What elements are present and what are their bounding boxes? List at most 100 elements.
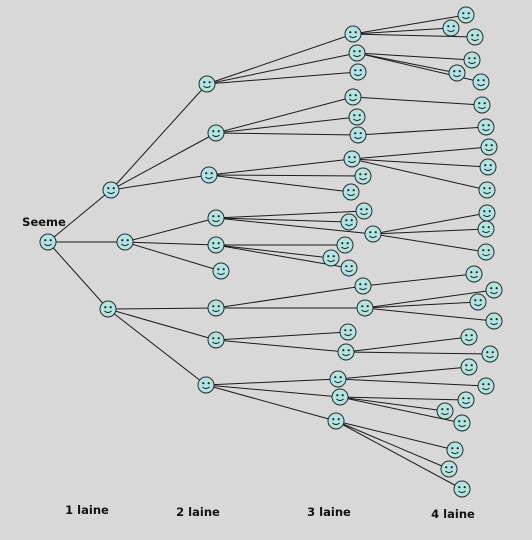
smiley-icon [340, 259, 358, 277]
edge-root-A [47, 189, 112, 243]
smiley-icon [472, 73, 490, 91]
edge-b13-d14 [372, 233, 487, 253]
smiley-icon [457, 391, 475, 409]
smiley-icon [344, 88, 362, 106]
smiley-icon [349, 126, 367, 144]
edge-A3-a32 [208, 174, 364, 177]
smiley-icon [442, 19, 460, 37]
edge-A1-a12 [206, 52, 358, 85]
edge-A3-a33 [208, 174, 352, 193]
edge-c33-d26 [335, 420, 456, 451]
edge-A-A3 [110, 174, 210, 191]
smiley-icon [329, 370, 347, 388]
smiley-icon [478, 181, 496, 199]
edge-c12-d18 [364, 307, 495, 322]
smiley-icon [342, 183, 360, 201]
edge-a21-d7 [352, 96, 483, 106]
edge-c31-d22 [337, 378, 487, 387]
smiley-icon [198, 75, 216, 93]
edge-B-B3 [124, 241, 222, 272]
smiley-icon [344, 25, 362, 43]
edge-B2-b22 [215, 244, 332, 259]
edges-layer [47, 14, 495, 490]
wave-label-4: 4 laine [431, 507, 475, 521]
edge-C2-c21 [215, 331, 349, 341]
smiley-icon [354, 277, 372, 295]
edge-C3-c32 [205, 384, 341, 398]
smiley-icon [331, 388, 349, 406]
smiley-icon [477, 220, 495, 238]
nodes-layer [39, 6, 503, 498]
edge-B-B1 [124, 217, 217, 243]
edge-c11-d15 [362, 273, 475, 287]
smiley-icon [465, 265, 483, 283]
wave-label-2: 2 laine [176, 505, 220, 519]
smiley-icon [349, 63, 367, 81]
smiley-icon [348, 108, 366, 126]
smiley-icon [460, 328, 478, 346]
wave-label-1: 1 laine [65, 503, 109, 517]
edge-A-A2 [110, 132, 217, 191]
smiley-icon [460, 358, 478, 376]
smiley-icon [477, 243, 495, 261]
smiley-icon [337, 343, 355, 361]
smiley-icon [207, 331, 225, 349]
edge-c33-d28 [335, 420, 463, 490]
edge-a23-d8 [357, 126, 487, 136]
edge-c22-d19 [345, 336, 470, 353]
smiley-icon [364, 225, 382, 243]
smiley-icon [466, 28, 484, 46]
edge-c32-d24 [339, 396, 446, 412]
smiley-icon [99, 300, 117, 318]
edge-a31-d9 [351, 146, 490, 160]
smiley-icon [200, 166, 218, 184]
smiley-icon [207, 299, 225, 317]
smiley-icon [356, 299, 374, 317]
smiley-icon [207, 236, 225, 254]
smiley-icon [343, 150, 361, 168]
smiley-icon [39, 233, 57, 251]
smiley-icon [473, 96, 491, 114]
edge-c33-d27 [335, 420, 450, 470]
smiley-icon [339, 323, 357, 341]
edge-A2-a22 [215, 116, 358, 134]
smiley-icon [479, 158, 497, 176]
edge-C-C2 [107, 308, 217, 341]
edge-a12-d4 [356, 52, 473, 61]
root-label: Seeme [22, 215, 66, 229]
edge-B-B2 [124, 241, 217, 246]
edge-A3-a31 [208, 158, 353, 176]
edge-B1-b12 [215, 217, 350, 223]
smiley-icon [116, 233, 134, 251]
edge-c12-d16 [364, 289, 495, 309]
smiley-icon [440, 460, 458, 478]
edge-C3-c33 [205, 384, 337, 422]
edge-c31-d21 [337, 366, 470, 380]
smiley-icon [453, 480, 471, 498]
edge-C1-c11 [215, 285, 364, 309]
smiley-icon [477, 118, 495, 136]
smiley-icon [436, 402, 454, 420]
edge-A2-a21 [215, 96, 354, 134]
edge-a31-d10 [351, 158, 489, 168]
smiley-icon [453, 414, 471, 432]
edge-root-C [47, 241, 109, 310]
edge-c22-d20 [345, 351, 491, 355]
smiley-icon [477, 377, 495, 395]
smiley-icon [485, 312, 503, 330]
smiley-icon [102, 181, 120, 199]
smiley-icon [207, 209, 225, 227]
smiley-icon [327, 412, 345, 430]
smiley-icon [348, 44, 366, 62]
edge-C3-c31 [205, 378, 339, 386]
smiley-icon [469, 293, 487, 311]
edge-C-C3 [107, 308, 207, 386]
smiley-icon [485, 281, 503, 299]
edge-b13-d12 [372, 212, 488, 235]
smiley-icon [463, 51, 481, 69]
edge-B1-b11 [215, 210, 365, 219]
edge-c12-d17 [364, 301, 479, 309]
smiley-icon [448, 64, 466, 82]
